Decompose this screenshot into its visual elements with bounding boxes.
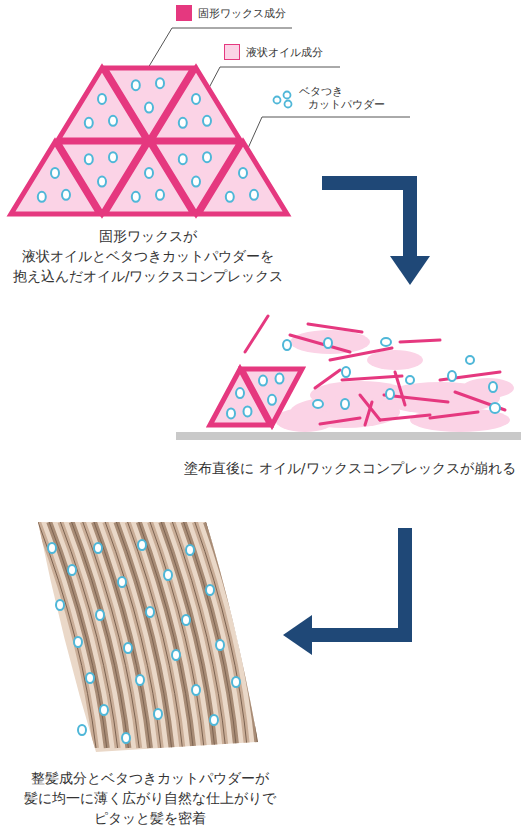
hair-line [206, 522, 258, 748]
powder-dot [98, 177, 106, 187]
powder-dot [118, 577, 126, 587]
powder-dot [186, 545, 194, 555]
powder-dot [48, 543, 56, 553]
legend-text: 固形ワックス成分 [198, 7, 286, 20]
powder-dot [98, 94, 106, 104]
triangle [152, 68, 240, 140]
powder-dot [78, 725, 86, 735]
powder-dot [38, 192, 46, 202]
hair-bundle [38, 522, 258, 752]
complex-triangles [11, 68, 287, 214]
powder-dot [216, 640, 224, 650]
powder-dot [68, 565, 76, 575]
legend-text: ベタつき カットパウダー [299, 85, 403, 111]
legend-text: 液状オイル成分 [246, 46, 323, 59]
powder-dot [56, 600, 64, 610]
powder-dot [182, 615, 190, 625]
powder-dot [232, 677, 240, 687]
powder-dot [206, 585, 214, 595]
powder-dot [109, 116, 117, 126]
legend-swatch [224, 44, 240, 60]
powder-dot [122, 733, 130, 743]
legend-powder-sample [274, 92, 292, 108]
powder-dot [62, 190, 70, 200]
powder-dot [145, 103, 153, 113]
triangle [242, 369, 302, 425]
powder-dot [164, 570, 172, 580]
powder-dot [109, 152, 117, 162]
intact-triangles [210, 369, 302, 425]
step-caption: 固形ワックスが 液状オイルとベタつきカットパウダーを 抱え込んだオイル/ワックス… [0, 226, 296, 286]
triangle [199, 142, 287, 214]
powder-dot [85, 154, 93, 164]
legend-swatch [176, 5, 192, 21]
powder-dot [146, 607, 154, 617]
step-caption: 整髪成分とベタつきカットパウダーが 髪に均一に薄く広がり自然な仕上がりで ピタッ… [12, 768, 288, 828]
powder-dot [172, 650, 180, 660]
powder-dot [85, 118, 93, 128]
powder-dot [74, 637, 82, 647]
powder-dot [268, 395, 276, 405]
powder-dot [138, 540, 146, 550]
hair-strand [206, 522, 258, 748]
powder-dot [145, 168, 153, 178]
powder-dot [192, 94, 200, 104]
powder-dot [96, 610, 104, 620]
powder-dot [100, 705, 108, 715]
powder-dot [250, 190, 258, 200]
powder-dot [239, 168, 247, 178]
powder-dot [156, 78, 164, 88]
flow-arrow [322, 176, 430, 285]
powder-dot [51, 168, 59, 178]
powder-dot [136, 675, 144, 685]
powder-dot [226, 192, 234, 202]
powder-dot [86, 673, 94, 683]
powder-dot [244, 406, 252, 416]
step-caption: 塗布直後に オイル/ワックスコンプレックスが崩れる [183, 458, 517, 478]
powder-dot [179, 118, 187, 128]
powder-dot [179, 154, 187, 164]
powder-dot [259, 376, 267, 386]
powder-dot [154, 709, 162, 719]
powder-dot [94, 543, 102, 553]
powder-dot [210, 715, 218, 725]
flow-arrow [283, 528, 412, 655]
broken-complex [176, 316, 521, 440]
powder-dot [132, 80, 140, 90]
powder-dot [124, 643, 132, 653]
powder-dot [236, 388, 244, 398]
powder-dot [203, 116, 211, 126]
powder-dot [132, 192, 140, 202]
powder-dot [156, 190, 164, 200]
powder-dot [192, 685, 200, 695]
powder-dot [203, 152, 211, 162]
powder-dot [227, 408, 235, 418]
hair-strand [195, 522, 247, 748]
powder-dot [276, 374, 284, 384]
hair-line [195, 522, 247, 748]
powder-dot [192, 177, 200, 187]
